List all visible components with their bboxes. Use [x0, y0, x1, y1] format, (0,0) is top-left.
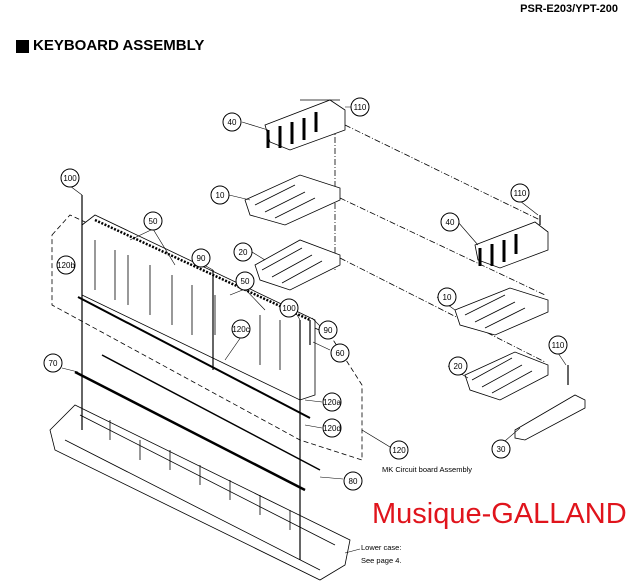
callout-text: 50: [241, 277, 250, 286]
callout-60: 60: [330, 343, 350, 363]
callout-text: 110: [514, 189, 527, 198]
callout-text: 60: [336, 349, 345, 358]
callout-text: 100: [282, 304, 296, 313]
callout-labels: 110 40 10 110 40 100 50 20 90 120b 50 10…: [43, 97, 568, 491]
callout-text: 90: [197, 254, 206, 263]
watermark: Musique-GALLAND: [372, 498, 626, 530]
callout-text: 10: [216, 191, 225, 200]
callout-110: 110: [350, 97, 370, 117]
bullet-square-icon: [16, 39, 29, 53]
callout-text: 50: [149, 217, 158, 226]
key-assembly-20-top: [254, 239, 341, 291]
key-assembly-10-top: [244, 174, 341, 226]
cable-80: [101, 354, 321, 471]
callout-50: 50: [235, 271, 255, 291]
callout-110: 110: [510, 183, 530, 203]
lower-case-bosses: [109, 420, 291, 530]
lower-case-page-note: See page 4.: [361, 556, 401, 565]
key-assembly-10-right: [454, 287, 549, 336]
callout-text: 90: [324, 326, 333, 335]
callout-text: 80: [349, 477, 358, 486]
callout-120b: 120b: [56, 255, 76, 275]
callout-90: 90: [191, 248, 211, 268]
callout-120c: 120c: [231, 319, 251, 339]
page-title: KEYBOARD ASSEMBLY: [16, 37, 204, 55]
callout-text: 120: [392, 446, 406, 455]
callout-20: 20: [448, 356, 468, 376]
callout-30: 30: [491, 439, 511, 459]
callout-text: 10: [443, 293, 452, 302]
lower-case-rails: [64, 414, 336, 571]
key-assembly-40-right: [474, 221, 549, 269]
part-30: [514, 394, 586, 441]
rubber-strip-120d: [77, 296, 311, 419]
title-text: KEYBOARD ASSEMBLY: [33, 37, 205, 54]
callout-text: 40: [446, 218, 455, 227]
callout-text: 110: [552, 341, 565, 350]
strip-70: [74, 370, 306, 492]
callout-text: 100: [63, 174, 77, 183]
callout-110: 110: [548, 335, 568, 355]
callout-100: 100: [279, 298, 299, 318]
callout-text: 40: [228, 118, 237, 127]
callout-120a: 120a: [322, 392, 342, 412]
key-assembly-20-right: [464, 351, 549, 401]
callout-text: 120c: [232, 325, 249, 334]
screws: [81, 195, 569, 560]
callout-80: 80: [343, 471, 363, 491]
callout-text: 120d: [323, 424, 341, 433]
callout-10: 10: [210, 185, 230, 205]
key-assembly-40-top: [264, 99, 346, 151]
callout-100: 100: [60, 168, 80, 188]
callout-10: 10: [437, 287, 457, 307]
model-number: PSR-E203/YPT-200: [520, 3, 618, 15]
guide-lines: [334, 115, 546, 363]
callout-text: 20: [239, 248, 248, 257]
callout-90: 90: [318, 320, 338, 340]
callout-40: 40: [440, 212, 460, 232]
callout-text: 110: [354, 103, 367, 112]
callout-text: 120a: [323, 398, 341, 407]
switch-contacts: [94, 218, 311, 322]
callout-text: 30: [497, 445, 506, 454]
callout-text: 70: [49, 359, 58, 368]
callout-70: 70: [43, 353, 63, 373]
board-pins: [94, 240, 281, 370]
lower-case-note: Lower case:: [361, 543, 401, 552]
callout-120: 120: [389, 440, 409, 460]
lower-case: [49, 404, 351, 581]
callout-20: 20: [233, 242, 253, 262]
callout-50: 50: [143, 211, 163, 231]
callout-40: 40: [222, 112, 242, 132]
callout-120d: 120d: [322, 418, 342, 438]
callout-text: 20: [454, 362, 463, 371]
mk-board-note: MK Circuit board Assembly: [382, 465, 472, 474]
callout-text: 120b: [57, 261, 75, 270]
